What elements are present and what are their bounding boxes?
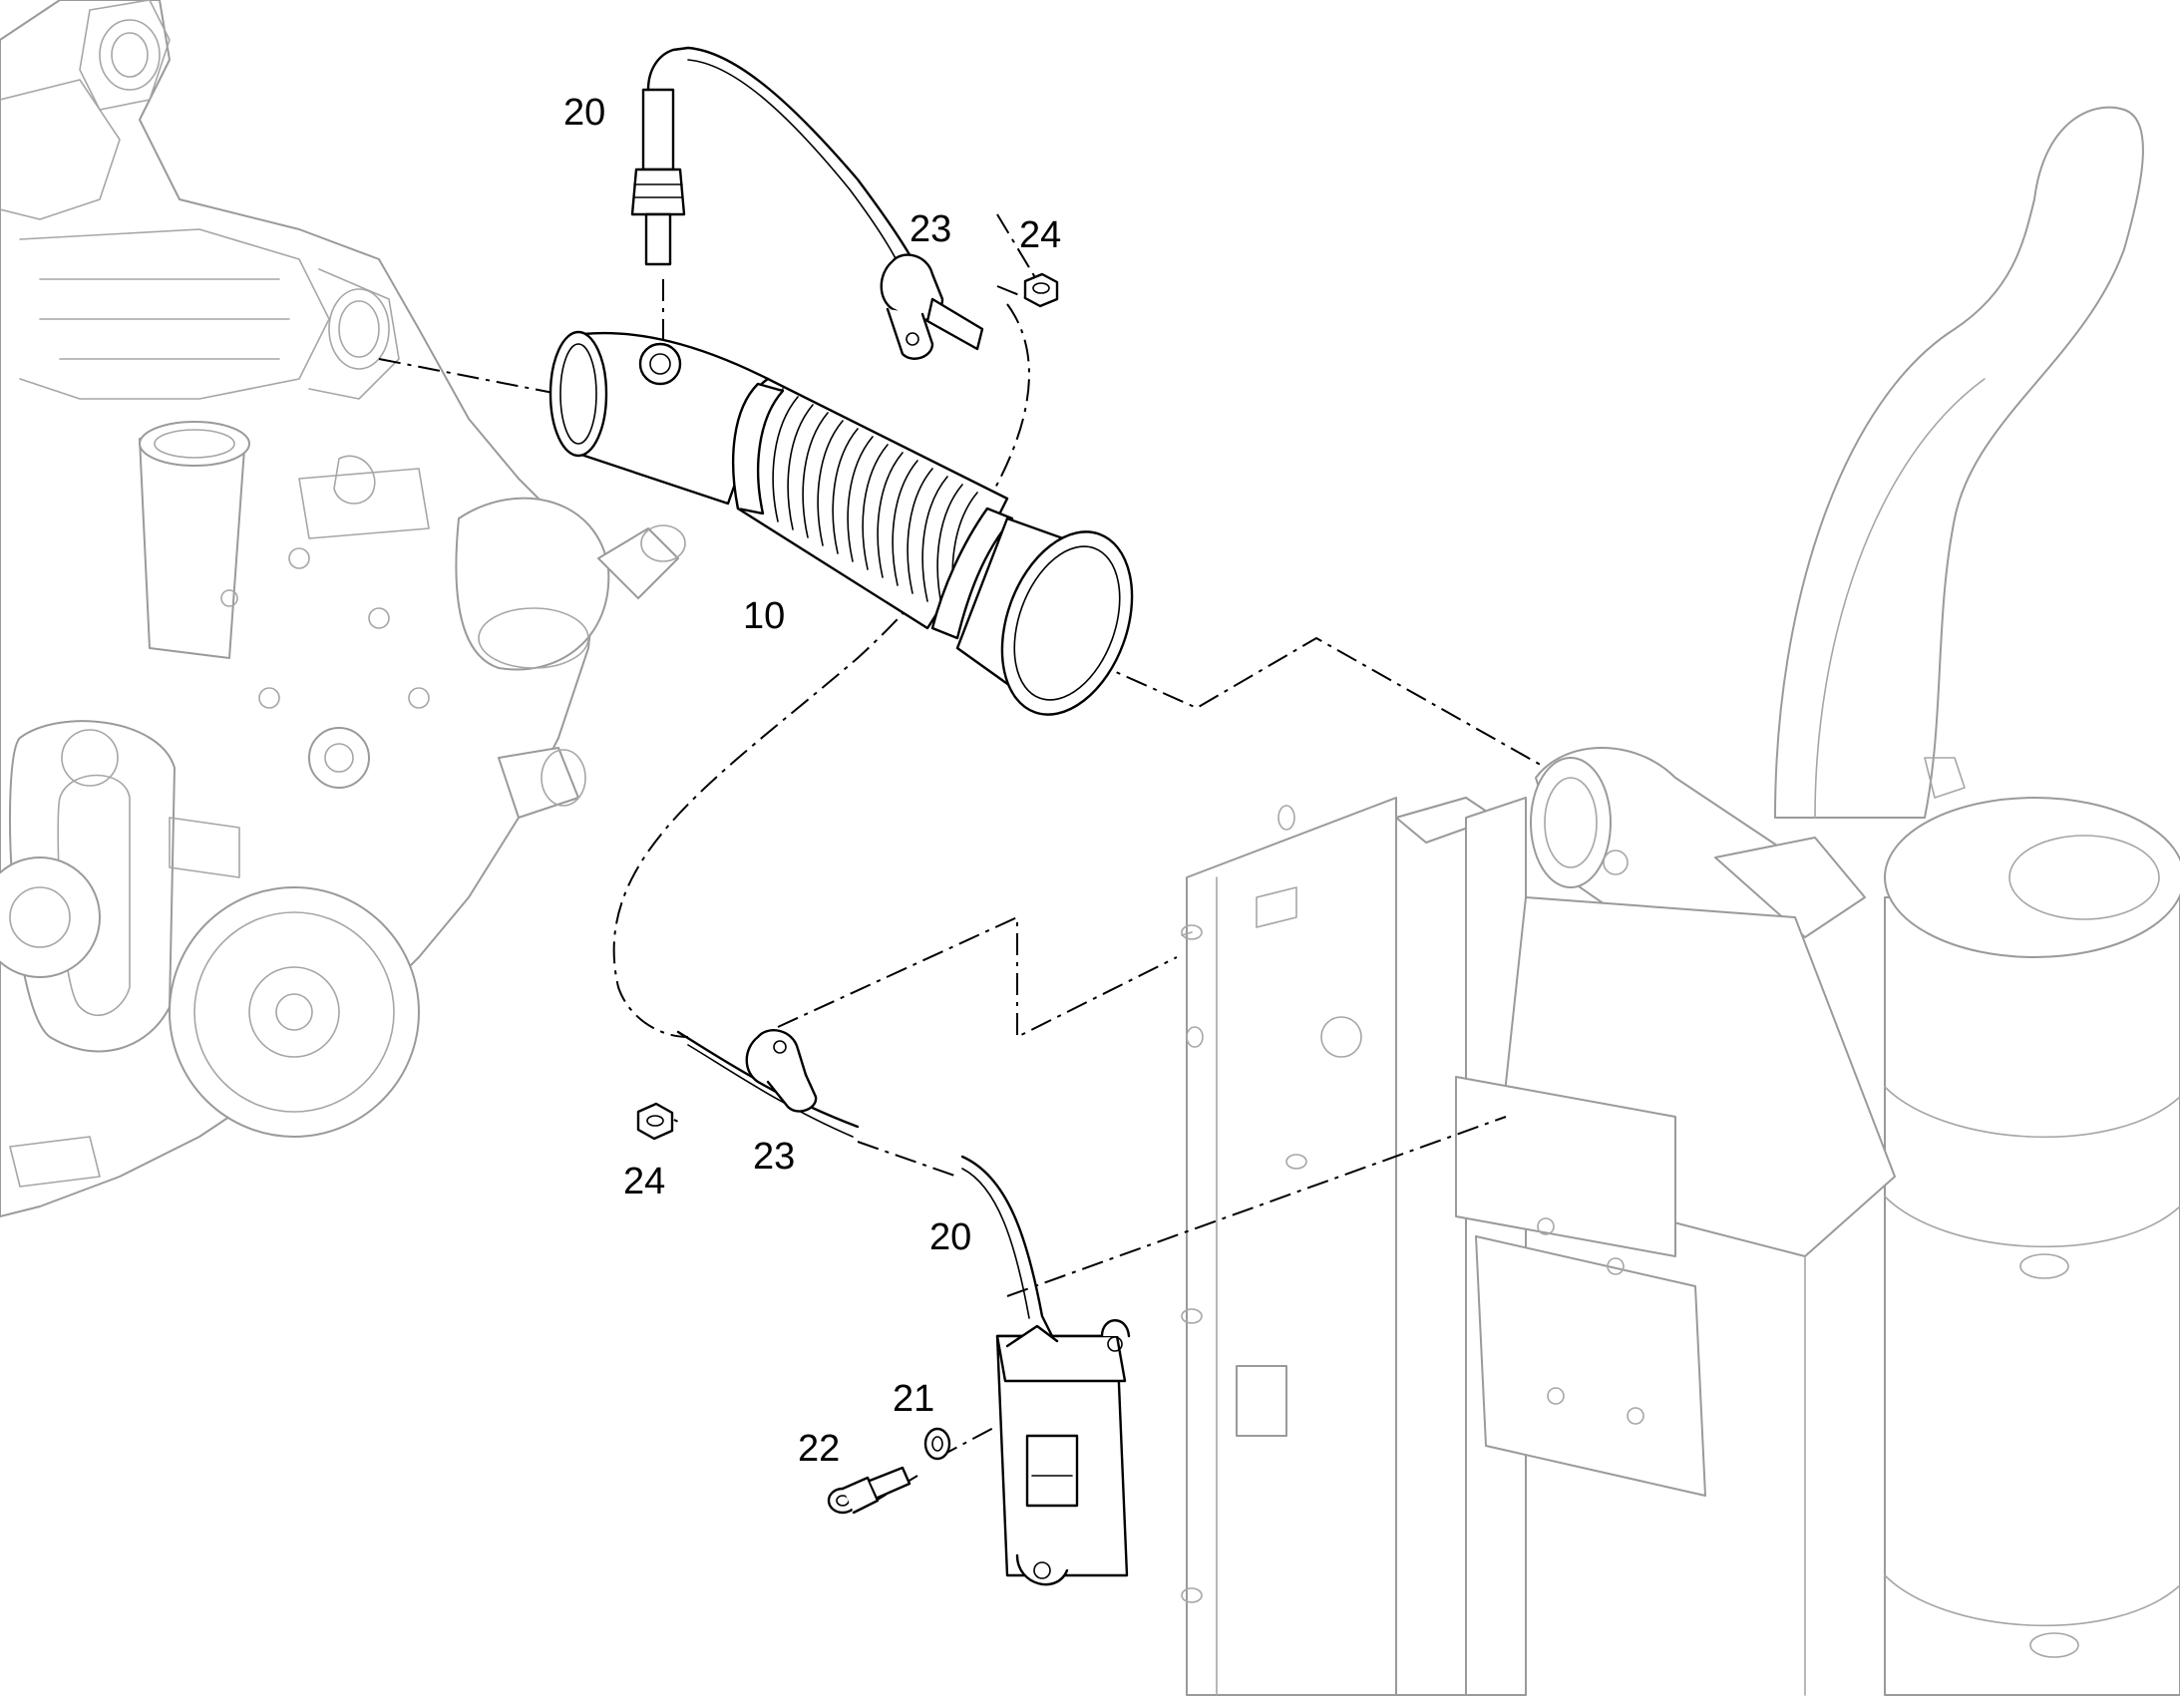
hex-nut-top [1023,272,1059,308]
exhaust-stack-background [1530,106,2180,1696]
callout-23-top: 23 [909,208,951,250]
callout-labels: 20 23 24 10 24 23 20 21 22 [563,92,1061,1470]
callout-20-top: 20 [563,92,605,134]
exhaust-flex-pipe [548,330,1134,716]
callout-10: 10 [743,595,785,637]
callout-21: 21 [893,1378,934,1420]
callout-24-top: 24 [1019,214,1061,256]
nox-sensor-probe-top [630,46,919,280]
nox-sensor-module [676,1030,1131,1586]
callout-23-bottom: 23 [753,1136,795,1178]
bellows-corrugations [757,388,978,618]
callout-24-bottom: 24 [623,1161,665,1202]
cable-clip-top [880,253,984,360]
cap-screw [827,1466,911,1515]
callout-22: 22 [798,1428,840,1470]
callout-20-bottom: 20 [929,1216,971,1258]
engine-background [0,0,686,1217]
frame-bracket-background [1181,797,1896,1696]
hex-nut-bottom [636,1102,674,1141]
washer [923,1427,951,1461]
cable-clip-bottom [745,1029,818,1113]
